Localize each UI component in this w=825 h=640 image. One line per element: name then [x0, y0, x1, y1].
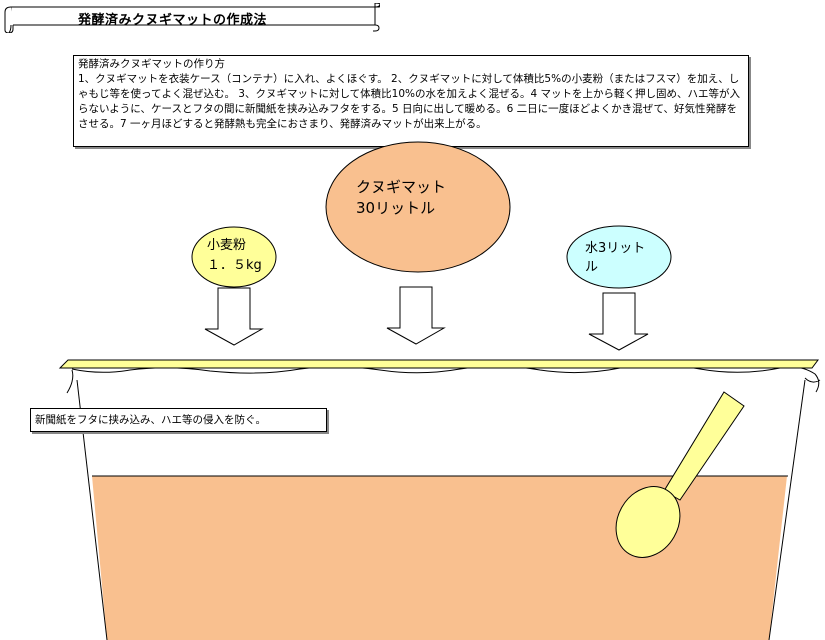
flour-arrow: [204, 287, 264, 346]
instructions-body: 1、クヌギマットを衣装ケース（コンテナ）に入れ、よくほぐす。 2、クヌギマットに…: [78, 73, 741, 130]
mat-ellipse: [325, 141, 511, 273]
mat-label: クヌギマット 30リットル: [356, 178, 447, 217]
newspaper-note: 新聞紙をフタに挟み込み、ハエ等の侵入を防ぐ。: [30, 408, 327, 432]
title-banner: 発酵済みクヌギマットの作成法: [3, 2, 381, 34]
container-lid: [58, 359, 819, 369]
newspaper-edge: [66, 364, 821, 394]
spoon-icon: [615, 391, 745, 558]
water-ellipse: [566, 225, 672, 289]
mat-fill: [92, 476, 787, 640]
flour-ellipse: [191, 226, 277, 288]
flour-label: 小麦粉 １．５kg: [207, 238, 262, 273]
mat-arrow: [386, 286, 446, 345]
water-label: 水3リット ル: [585, 241, 646, 275]
scroll-banner-shape: [4, 2, 381, 34]
instructions-box: 発酵済みクヌギマットの作り方 1、クヌギマットを衣装ケース（コンテナ）に入れ、よ…: [73, 55, 749, 147]
water-arrow: [588, 292, 649, 351]
instructions-heading: 発酵済みクヌギマットの作り方: [78, 58, 225, 70]
page-title: 発酵済みクヌギマットの作成法: [78, 13, 268, 28]
storage-container: [58, 359, 821, 640]
